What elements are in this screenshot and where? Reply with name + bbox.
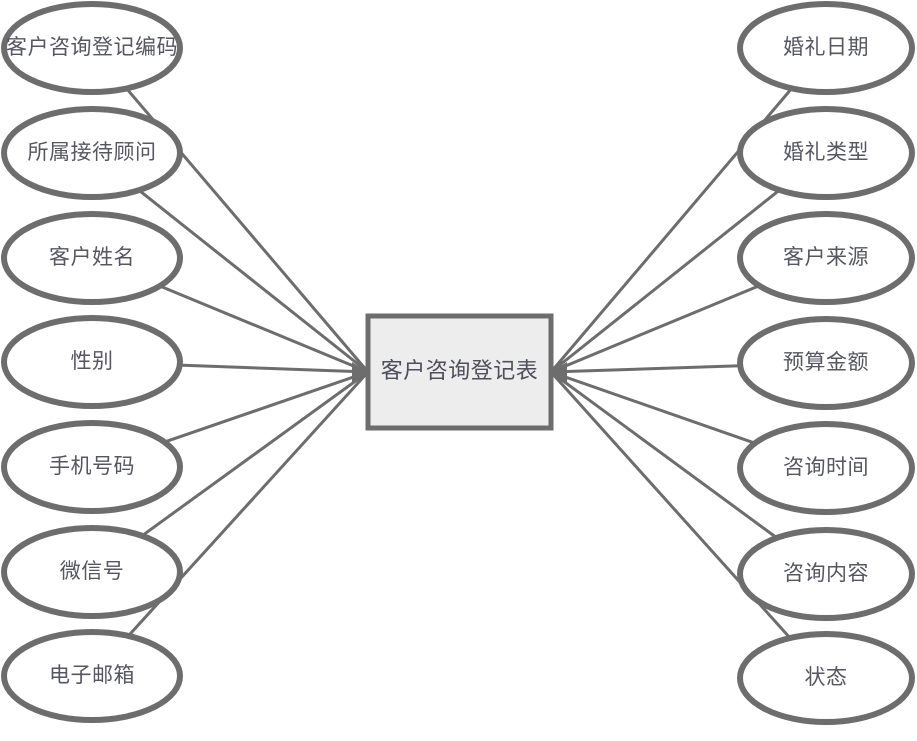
connector-right-1	[550, 188, 781, 374]
attribute-ellipse-left-4[interactable]	[1, 420, 183, 514]
connector-left-3	[179, 363, 369, 374]
arrow-heads	[352, 362, 567, 382]
connector-left-5	[141, 370, 369, 537]
attribute-ellipse-right-5[interactable]	[737, 527, 915, 621]
diagram-shapes	[1, 1, 915, 725]
connector-edges	[125, 87, 793, 640]
entity-rectangle[interactable]	[365, 313, 554, 431]
arrow-head-right	[551, 362, 567, 382]
attribute-ellipse-left-5[interactable]	[1, 525, 183, 619]
attribute-ellipse-left-6[interactable]	[1, 629, 183, 723]
attribute-ellipse-right-6[interactable]	[737, 631, 915, 725]
connector-left-1	[137, 189, 369, 374]
attribute-ellipse-right-1[interactable]	[737, 106, 915, 200]
connector-right-4	[550, 370, 756, 445]
attribute-ellipse-left-1[interactable]	[1, 106, 183, 200]
attribute-ellipse-left-0[interactable]	[1, 1, 183, 95]
attribute-ellipse-left-3[interactable]	[1, 315, 183, 409]
attribute-ellipse-right-3[interactable]	[737, 316, 915, 410]
connector-right-5	[550, 370, 778, 540]
arrow-head-left	[352, 362, 368, 382]
connector-left-4	[163, 370, 369, 444]
attribute-ellipse-right-2[interactable]	[737, 211, 915, 305]
attribute-ellipse-right-0[interactable]	[737, 1, 915, 95]
connector-right-2	[550, 284, 760, 374]
attribute-ellipse-left-2[interactable]	[1, 211, 183, 305]
connector-left-2	[159, 284, 369, 374]
attribute-ellipse-right-4[interactable]	[737, 421, 915, 515]
connector-right-3	[550, 364, 741, 374]
